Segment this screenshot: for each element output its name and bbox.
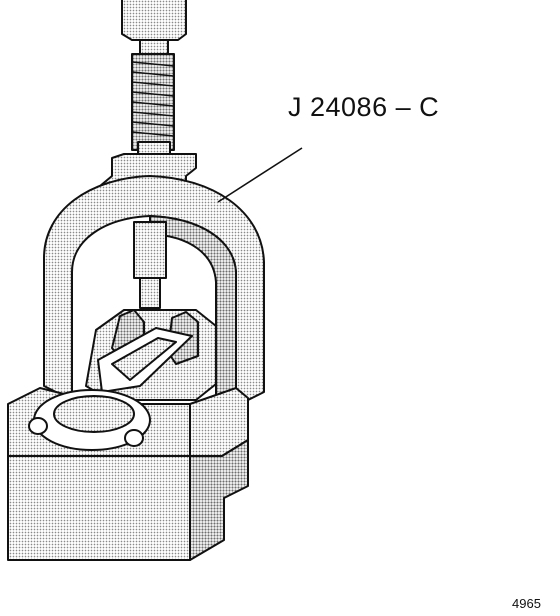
rod-ring-inner (53, 395, 135, 433)
pusher-tip (139, 277, 161, 309)
alignment-pin-right (124, 429, 144, 447)
pusher-rod (133, 221, 167, 279)
press-ram-housing (121, 0, 187, 41)
tool-callout-label: J 24086 – C (288, 92, 440, 122)
connecting-rod-channel (111, 337, 177, 381)
callout-leader-line (217, 147, 303, 203)
press-screw-collar (139, 39, 169, 55)
arch-frame-outer (43, 175, 265, 407)
screw-thread-lines (131, 61, 175, 137)
alignment-pin-left (28, 417, 48, 435)
figure-number: 4965 (512, 596, 541, 611)
base-block-side (189, 439, 249, 561)
